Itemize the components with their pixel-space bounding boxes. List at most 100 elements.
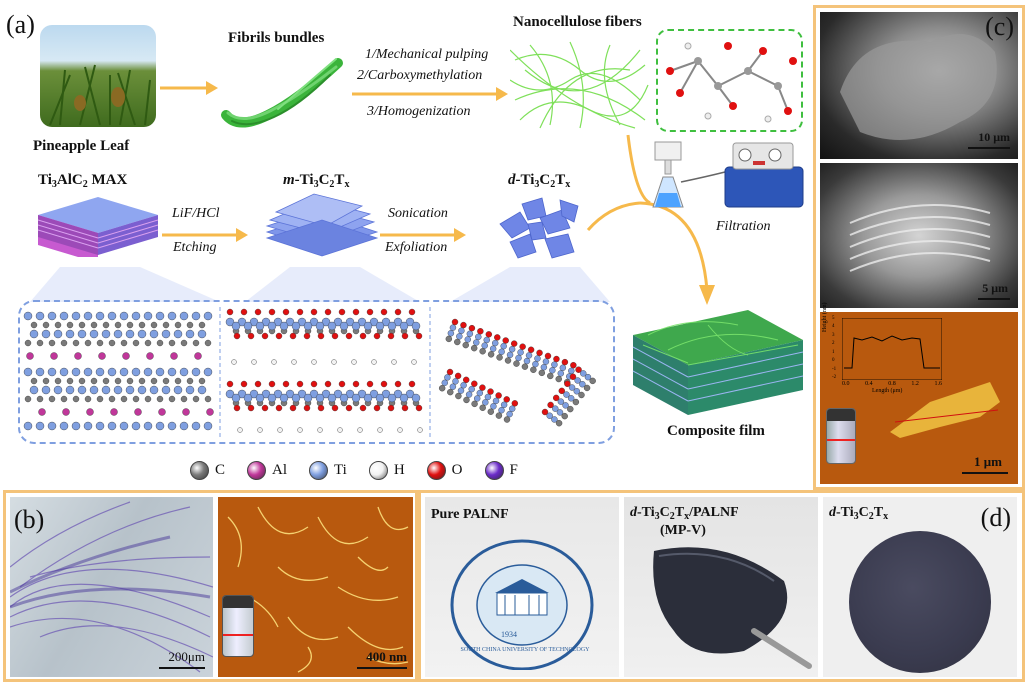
afm-ytick: 2 [832,341,836,346]
scale-label-b1: 200μm [168,649,205,665]
filtration-label: Filtration [716,219,770,235]
legend-label: H [394,462,405,479]
legend-label: O [452,462,463,479]
scale-label-2: 5 μm [982,281,1008,296]
afm-profile-plot [842,318,942,380]
bent-film-icon [634,541,814,671]
pineapple-leaf-label: Pineapple Leaf [33,138,129,155]
nanocellulose-fibers-icon [510,40,650,130]
nanofiber-vial [222,595,254,657]
d-mxene-film-photo: d-Ti3C2Tx (d) [823,497,1017,677]
pure-palnf-photo: Pure PALNF 1934 SOUTH CHINA UNIVERSITY O… [425,497,619,677]
afm-ytick: 4 [832,324,836,329]
legend-item-f: F [485,461,518,480]
atom-ball-icon [309,461,328,480]
pineapple-plants-icon [40,25,156,127]
afm-xtick: 0.4 [865,381,873,387]
arrow-1 [160,78,220,98]
scale-bar-b1 [159,667,205,669]
composite-film-label: Composite film [667,423,765,440]
fibrils-bundle-icon [218,55,348,133]
atom-ball-icon [247,461,266,480]
legend-item-ti: Ti [309,461,347,480]
filtration-apparatus-icon [645,137,815,217]
atomic-structure-lattice [20,302,613,442]
fibrils-bundles-label: Fibrils bundles [228,30,324,47]
composite-film-photo: d-Ti3C2Tx/PALNF (MP-V) [624,497,818,677]
multilayer-mxene-icon [262,192,382,262]
pineapple-leaf-photo [40,25,156,127]
afm-yticks: 5 4 3 2 1 0 -1 -2 [832,316,836,380]
panel-label-b: (b) [14,505,44,535]
max-stack-icon [38,197,158,257]
delaminated-mxene-flakes-icon [490,194,590,264]
legend-item-al: Al [247,461,287,480]
step-1-label: 1/Mechanical pulping [365,47,488,63]
step-3-label: 3/Homogenization [367,104,470,120]
afm-xtick: 0.0 [842,381,850,387]
step-2-label: 2/Carboxymethylation [357,68,482,84]
panel-d-frame: Pure PALNF 1934 SOUTH CHINA UNIVERSITY O… [418,490,1025,682]
scale-label-3: 1 μm [974,454,1002,470]
panel-label-c: (c) [985,12,1014,42]
scale-bar-2 [978,298,1010,300]
legend-label: Al [272,462,287,479]
atom-ball-icon [485,461,504,480]
afm-ytick: 5 [832,316,836,321]
seal-year: 1934 [501,630,517,639]
m-mxene-label: m-Ti3C2Tx [283,172,349,190]
afm-ytick: -2 [832,375,836,380]
atom-ball-icon [190,461,209,480]
scale-bar-1 [968,147,1010,149]
afm-ytick: 1 [832,350,836,355]
mxene-disc [849,531,991,673]
pure-palnf-label: Pure PALNF [431,507,509,523]
scale-bar-b2 [357,667,407,669]
arrow-4 [380,226,470,244]
composite-label-1: d-Ti3C2Tx/PALNF [630,505,739,522]
atom-ball-icon [427,461,446,480]
legend-label: Ti [334,462,347,479]
afm-nanofiber-image: 400 nm [218,497,413,677]
composite-film-icon [628,305,806,420]
sonication-label: Sonication [388,206,448,222]
etching-top-label: LiF/HCl [172,206,219,222]
panel-label-d: (d) [981,503,1011,533]
panel-b-frame: (b) 200μm 400 nm [3,490,418,682]
tweezers-icon [754,631,809,666]
arrow-2 [352,84,512,104]
afm-ytick: -1 [832,367,836,372]
dmxene-film-label: d-Ti3C2Tx [829,505,888,522]
arrow-3 [162,226,252,244]
scale-label-1: 10 μm [978,130,1010,145]
sem-image-1: 10 μm (c) [820,12,1018,159]
afm-flake [880,372,1010,442]
afm-ytick: 0 [832,358,836,363]
afm-height-profile [842,318,942,380]
max-label: Ti3AlC2 MAX [38,172,127,190]
nanocellulose-label: Nanocellulose fibers [513,14,642,31]
optical-micrograph: (b) 200μm [10,497,213,677]
scale-label-b2: 400 nm [366,649,407,665]
legend-item-h: H [369,461,405,480]
scale-bar-3 [962,472,1008,474]
panel-label-a: (a) [6,10,35,40]
atom-ball-icon [369,461,388,480]
afm-ytick: 3 [832,333,836,338]
d-mxene-label: d-Ti3C2Tx [508,172,570,190]
afm-ylabel: Height (nm) [822,303,828,333]
seal-text: SOUTH CHINA UNIVERSITY OF TECHNOLOGY [455,647,595,653]
legend-item-c: C [190,461,225,480]
atomic-structures-box [18,300,615,444]
carboxymethyl-cellulose-structure-icon [658,31,801,130]
sem-image-2: 5 μm [820,163,1018,308]
legend-item-o: O [427,461,463,480]
atom-legend: C Al Ti H O F [190,461,518,480]
legend-label: C [215,462,225,479]
molecule-inset [656,29,803,132]
legend-label: F [510,462,518,479]
dispersion-vial [826,408,856,464]
composite-label-2: (MP-V) [660,523,706,539]
